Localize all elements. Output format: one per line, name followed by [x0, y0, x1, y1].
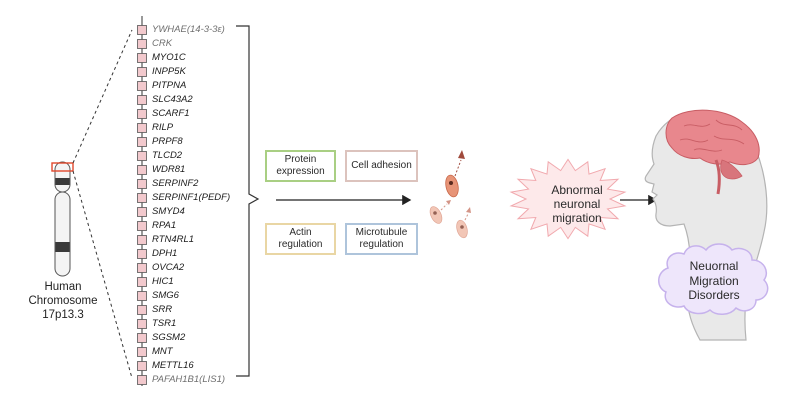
gene-marker — [137, 95, 147, 105]
chromosome-label-line: Human — [44, 281, 82, 293]
gene-marker — [137, 137, 147, 147]
gene-label: RPA1 — [152, 220, 177, 231]
gene-label: RILP — [152, 122, 174, 133]
chromosome-label-line: 17p13.3 — [42, 309, 84, 321]
gene-marker — [137, 151, 147, 161]
gene-marker — [137, 375, 147, 385]
gene-marker — [137, 109, 147, 119]
chromosome-icon — [51, 161, 74, 277]
box-label-line: Protein — [284, 154, 317, 165]
gene-label: PRPF8 — [152, 136, 183, 147]
gene-label: WDR81 — [152, 164, 186, 175]
disorders-label: Neuornal Migration Disorders — [652, 259, 776, 303]
abnormal-migration-burst — [509, 158, 627, 240]
gene-marker — [137, 221, 147, 231]
gene-marker — [137, 235, 147, 245]
gene-label: CRK — [152, 38, 173, 49]
gene-label: PAFAH1B1(LIS1) — [152, 374, 226, 385]
gene-label: DPH1 — [152, 248, 178, 259]
gene-label: OVCA2 — [152, 262, 185, 273]
gene-marker — [137, 207, 147, 217]
gene-marker — [137, 305, 147, 315]
gene-marker — [137, 333, 147, 343]
gene-marker — [137, 263, 147, 273]
gene-label: SERPINF2 — [152, 178, 199, 189]
box-label-line: expression — [276, 166, 325, 177]
chromosome-label-line: Chromosome — [28, 295, 98, 307]
box-label-line: Cell adhesion — [351, 160, 412, 171]
chromosome-label: Human Chromosome 17p13.3 — [26, 280, 100, 322]
box-label-line: Actin — [289, 227, 312, 238]
gene-marker — [137, 249, 147, 259]
box-label-line: regulation — [278, 239, 323, 250]
effect-label-line: neuronal — [553, 197, 601, 211]
gene-marker — [137, 123, 147, 133]
gene-label: SMG6 — [152, 290, 179, 301]
neuron-icon-right — [456, 207, 471, 239]
gene-label: SERPINF1(PEDF) — [152, 192, 231, 203]
gene-label: SMYD4 — [152, 206, 185, 217]
zoom-line-top — [72, 29, 133, 164]
neuron-icon-left — [429, 200, 451, 224]
gene-label: METTL16 — [152, 360, 194, 371]
gene-label: SRR — [152, 304, 173, 315]
outcome-label-line: Migration — [689, 273, 739, 288]
cell-adhesion-box: Cell adhesion — [345, 150, 418, 182]
gene-marker — [137, 193, 147, 203]
disorder-cloud — [658, 243, 769, 315]
abnormal-migration-label: Abnormal neuronal migration — [514, 183, 640, 225]
outcome-label-line: Neuornal — [689, 259, 739, 273]
gene-marker — [137, 319, 147, 329]
gene-label: INPP5K — [152, 66, 186, 77]
gene-marker — [137, 277, 147, 287]
box-label-line: regulation — [359, 239, 404, 250]
gene-marker — [137, 361, 147, 371]
outcome-label-line: Disorders — [688, 288, 740, 302]
effect-label-line: Abnormal — [551, 183, 603, 197]
migrating-neuron-icon — [445, 150, 465, 198]
gene-marker — [137, 81, 147, 91]
box-label-line: Microtubule — [355, 227, 408, 238]
gene-marker — [137, 53, 147, 63]
gene-label: TSR1 — [152, 318, 177, 329]
gene-marker — [137, 39, 147, 49]
zoom-line-bottom — [72, 170, 133, 379]
gene-label: RTN4RL1 — [152, 234, 195, 245]
brain-icon — [665, 109, 760, 166]
gene-marker — [137, 347, 147, 357]
gene-label: MNT — [152, 346, 173, 357]
gene-label: HIC1 — [152, 276, 174, 287]
gene-markers — [137, 25, 147, 385]
gene-label: SLC43A2 — [152, 94, 193, 105]
gene-label: TLCD2 — [152, 150, 183, 161]
gene-marker — [137, 291, 147, 301]
gene-marker — [137, 179, 147, 189]
gene-label: SGSM2 — [152, 332, 186, 343]
gene-label: YWHAE(14-3-3ε) — [152, 24, 225, 35]
gene-marker — [137, 165, 147, 175]
gene-group-bracket — [236, 25, 260, 377]
gene-label: SCARF1 — [152, 108, 190, 119]
gene-marker — [137, 25, 147, 35]
gene-marker — [137, 67, 147, 77]
gene-label: MYO1C — [152, 52, 186, 63]
gene-label: PITPNA — [152, 80, 187, 91]
highlight-band — [51, 162, 74, 172]
effect-label-line: migration — [552, 211, 602, 225]
